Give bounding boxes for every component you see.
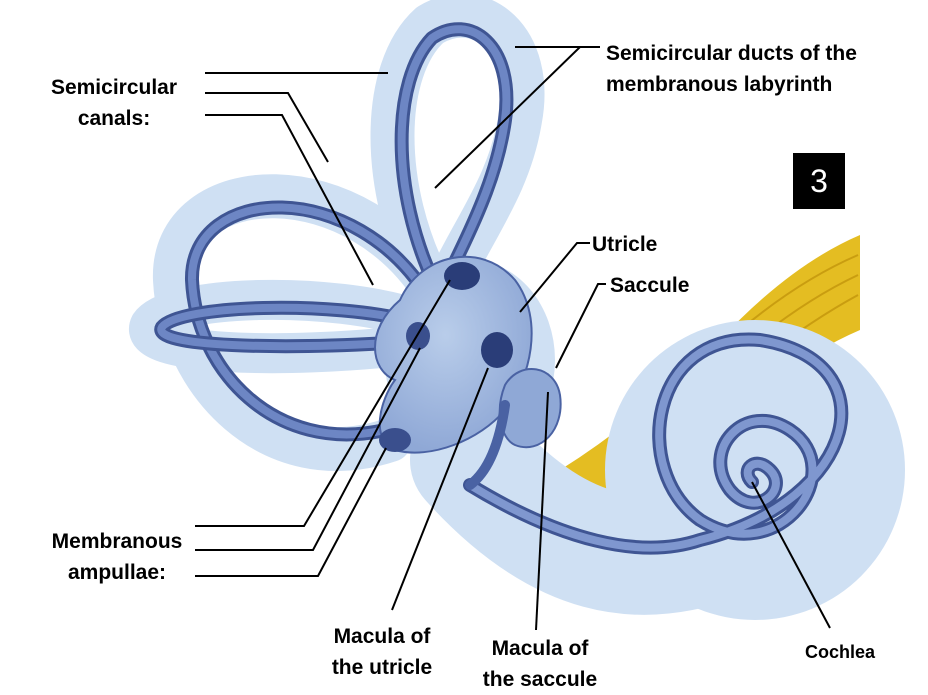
leader-utricle (519, 242, 590, 313)
label-line: the utricle (331, 656, 433, 679)
label-saccule: Saccule (610, 274, 690, 297)
leader-duct-posterior (434, 46, 600, 189)
leader-macula-saccule (535, 391, 549, 631)
label-line: Semicircular (50, 76, 178, 99)
leader-canal-posterior (205, 92, 329, 163)
leader-canal-lateral (205, 114, 374, 286)
label-line: Semicircular ducts of the (606, 42, 857, 65)
leader-cochlea (751, 481, 831, 629)
label-utricle: Utricle (592, 233, 658, 256)
label-line: Macula of (491, 637, 589, 660)
label-line: Membranous (51, 530, 183, 553)
label-line: canals: (77, 107, 151, 130)
leader-saccule (555, 283, 606, 369)
membranous-ducts (154, 22, 849, 555)
label-macula-utricle: Macula of the utricle (318, 621, 446, 683)
label-line: Macula of (333, 625, 431, 648)
label-semicircular-canals: Semicircular canals: (44, 72, 184, 134)
leader-macula-utricle (391, 367, 489, 611)
label-line: the saccule (482, 668, 598, 691)
label-line: membranous labyrinth (606, 73, 833, 96)
label-membranous-ampullae: Membranous ampullae: (38, 526, 196, 588)
leader-ampulla-1 (195, 279, 451, 527)
label-cochlea: Cochlea (805, 642, 876, 662)
leader-ampulla-3 (195, 447, 387, 577)
figure-number-badge: 3 (793, 153, 845, 209)
leader-ampulla-2 (195, 347, 421, 551)
label-macula-saccule: Macula of the saccule (470, 633, 610, 695)
label-semicircular-ducts: Semicircular ducts of the membranous lab… (606, 38, 857, 100)
label-line: ampullae: (67, 561, 167, 584)
leader-lines (195, 46, 831, 631)
